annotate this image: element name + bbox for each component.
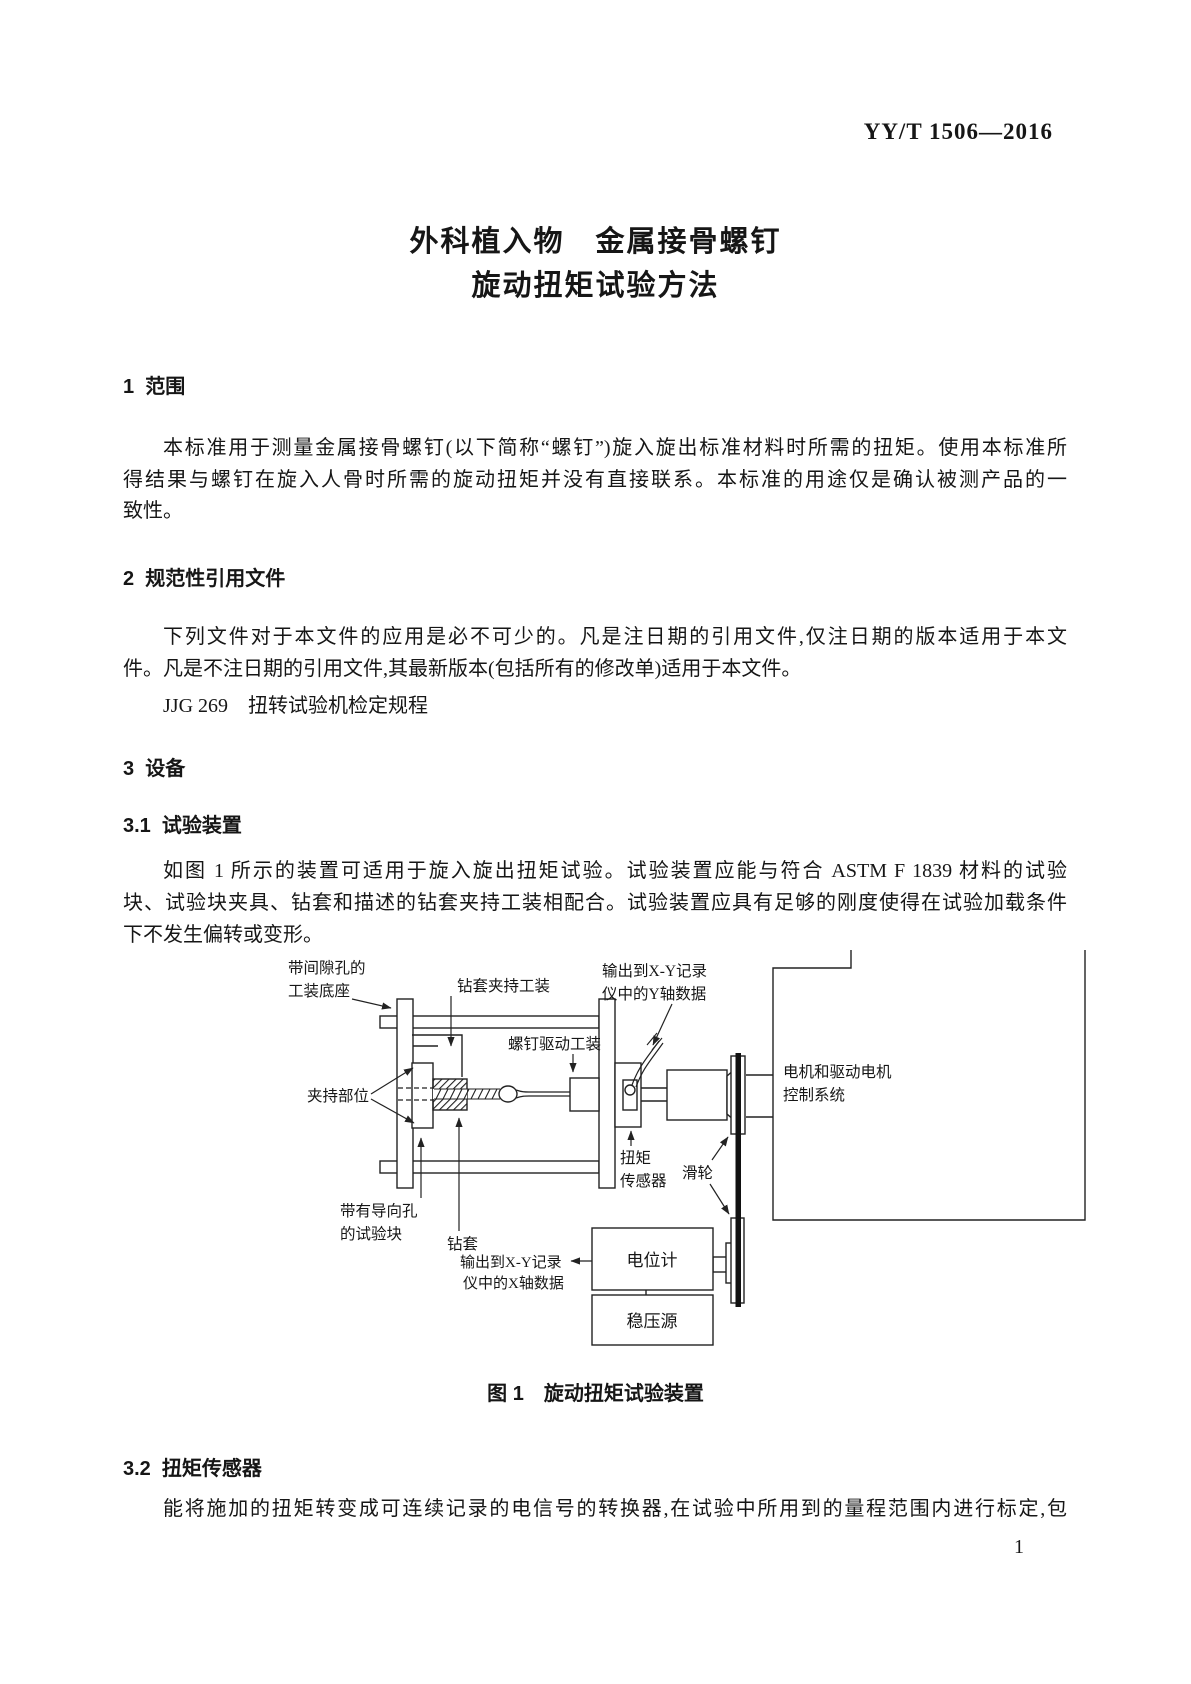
drive-belt	[735, 1053, 741, 1307]
section-1-paragraph: 本标准用于测量金属接骨螺钉(以下简称“螺钉”)旋入旋出标准材料时所需的扭矩。使用…	[123, 433, 1067, 528]
label-drill-sleeve: 钻套	[447, 1235, 478, 1253]
section-2-heading: 2 规范性引用文件	[123, 568, 286, 590]
leader-pulley-top	[711, 1136, 729, 1161]
screw-head	[498, 1085, 518, 1103]
label-x-output: 输出到X-Y记录	[460, 1254, 562, 1271]
label-x-output: 仪中的X轴数据	[463, 1275, 564, 1292]
body-line: 本标准用于测量金属接骨螺钉(以下简称“螺钉”)旋入旋出标准材料时所需的扭矩。使用…	[163, 437, 1067, 459]
label-torque-sensor: 传感器	[620, 1172, 667, 1190]
section-3-heading: 3 设备	[123, 758, 186, 780]
leader-y-output	[652, 1003, 673, 1046]
body-line: 得结果与螺钉在旋入人骨时所需的旋动扭矩并没有直接联系。本标准的用途仅是确认被测产…	[123, 468, 1067, 491]
leader-pulley-bottom	[709, 1183, 730, 1215]
label-clamp-area: 夹持部位	[307, 1087, 369, 1105]
potentiometer-shaft	[712, 1256, 728, 1273]
motor-control-box	[772, 950, 1086, 1221]
fixture-base-plate	[396, 998, 414, 1189]
label-motor-system: 控制系统	[783, 1086, 845, 1104]
body-line: 下列文件对于本文件的应用是必不可少的。凡是注日期的引用文件,仅注日期的版本适用于…	[163, 626, 1067, 648]
label-y-output: 仪中的Y轴数据	[602, 985, 706, 1003]
section-2-paragraph: 下列文件对于本文件的应用是必不可少的。凡是注日期的引用文件,仅注日期的版本适用于…	[123, 622, 1067, 723]
label-fixture-base: 工装底座	[288, 982, 350, 1000]
leader-clamp-bottom	[370, 1098, 415, 1124]
figure-caption: 图 1 旋动扭矩试验装置	[487, 1383, 704, 1405]
section-1-heading: 1 范围	[123, 376, 186, 398]
section-3-2-paragraph: 能将施加的扭矩转变成可连续记录的电信号的转换器,在试验中所用到的量程范围内进行标…	[123, 1494, 1067, 1526]
section-3-1-heading: 3.1 试验装置	[123, 815, 242, 837]
body-line: 能将施加的扭矩转变成可连续记录的电信号的转换器,在试验中所用到的量程范围内进行标…	[163, 1498, 1067, 1520]
coupling-box	[666, 1069, 728, 1121]
label-test-block: 的试验块	[340, 1225, 402, 1243]
document-title-line1: 外科植入物 金属接骨螺钉	[409, 226, 782, 258]
body-line: 致性。	[123, 500, 183, 522]
body-line: 下不发生偏转或变形。	[123, 924, 323, 946]
label-power-supply: 稳压源	[627, 1312, 678, 1331]
test-block	[411, 1062, 434, 1129]
sleeve-bracket	[412, 1034, 463, 1077]
normative-reference: JJG 269 扭转试验机检定规程	[163, 695, 429, 717]
body-line: 件。凡是不注日期的引用文件,其最新版本(包括所有的修改单)适用于本文件。	[123, 657, 802, 680]
power-supply-box	[591, 1294, 714, 1346]
apparatus-drawing	[351, 950, 1086, 1346]
body-line: 块、试验块夹具、钻套和描述的钻套夹持工装相配合。试验装置应具有足够的刚度使得在试…	[123, 892, 1067, 914]
figure-apparatus-diagram: 带间隙孔的 工装底座 钻套夹持工装 输出到X-Y记录 仪中的Y轴数据 螺钉驱动工…	[288, 950, 1086, 1346]
page-number: 1	[1014, 1536, 1024, 1558]
screw-thread	[434, 1088, 500, 1100]
section-3-1-paragraph: 如图 1 所示的装置可适用于旋入旋出扭矩试验。试验装置应能与符合 ASTM F …	[123, 855, 1067, 951]
body-line: 如图 1 所示的装置可适用于旋入旋出扭矩试验。试验装置应能与符合 ASTM F …	[163, 860, 1067, 882]
label-sleeve-fixture: 钻套夹持工装	[457, 977, 550, 995]
section-3-2-heading: 3.2 扭矩传感器	[123, 1458, 262, 1480]
right-frame-plate	[598, 998, 616, 1189]
label-torque-sensor: 扭矩	[620, 1149, 651, 1167]
label-test-block: 带有导向孔	[340, 1202, 418, 1220]
label-y-output: 输出到X-Y记录	[602, 962, 707, 980]
potentiometer-box	[591, 1227, 714, 1291]
leader-fixture-base	[351, 998, 392, 1010]
screw-driver-box	[569, 1077, 600, 1112]
leader-clamp-top	[370, 1067, 414, 1095]
label-motor-system: 电机和驱动电机	[783, 1063, 892, 1081]
standard-number: YY/T 1506—2016	[863, 119, 1053, 144]
document-title-line2: 旋动扭矩试验方法	[471, 270, 720, 302]
label-screw-driver: 螺钉驱动工装	[508, 1035, 601, 1053]
label-pulley: 滑轮	[682, 1164, 713, 1182]
label-potentiometer: 电位计	[627, 1251, 678, 1270]
label-fixture-base: 带间隙孔的	[288, 959, 366, 977]
